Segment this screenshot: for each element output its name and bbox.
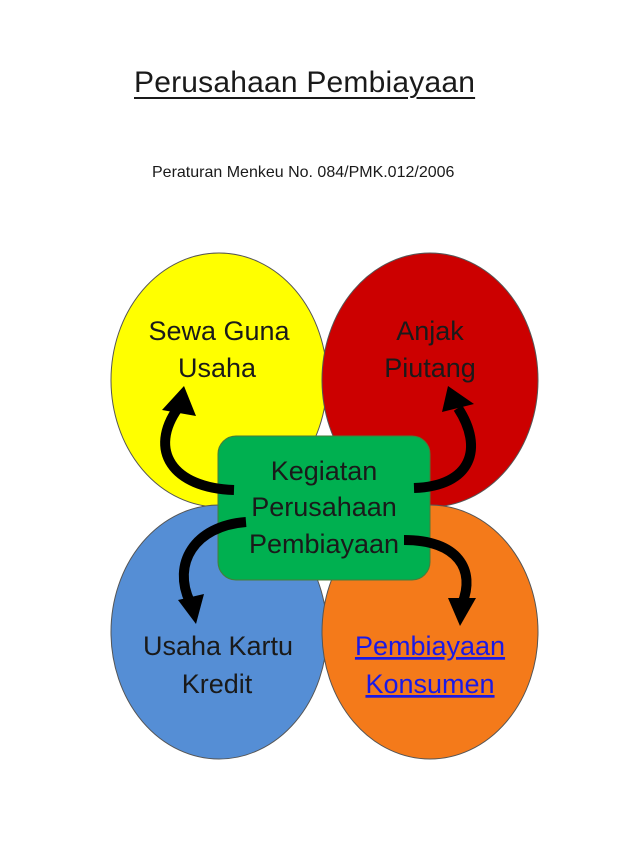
label-pembiayaan-konsumen-line1[interactable]: Pembiayaan [355,631,505,661]
label-usaha-kartu-kredit-line2: Kredit [182,669,253,699]
center-label-line3: Pembiayaan [249,529,399,559]
center-box [217,435,431,581]
arrow-to-sewa-guna-usaha [160,386,235,495]
label-sewa-guna-usaha-line2: Usaha [178,353,257,383]
page-title: Perusahaan Pembiayaan [134,66,476,99]
center-label-line1: Kegiatan [271,456,378,486]
arrow-to-usaha-kartu-kredit [178,517,247,624]
label-anjak-piutang-line1: Anjak [396,316,464,346]
page-subtitle: Peraturan Menkeu No. 084/PMK.012/2006 [152,164,455,181]
center-label-line2: Perusahaan [251,492,397,522]
label-sewa-guna-usaha-line1: Sewa Guna [148,316,290,346]
arrow-to-pembiayaan-konsumen [403,535,476,626]
label-anjak-piutang-line2: Piutang [384,353,476,383]
label-pembiayaan-konsumen-line2[interactable]: Konsumen [365,669,494,699]
arrow-to-anjak-piutang [413,386,476,493]
label-usaha-kartu-kredit-line1: Usaha Kartu [143,631,293,661]
